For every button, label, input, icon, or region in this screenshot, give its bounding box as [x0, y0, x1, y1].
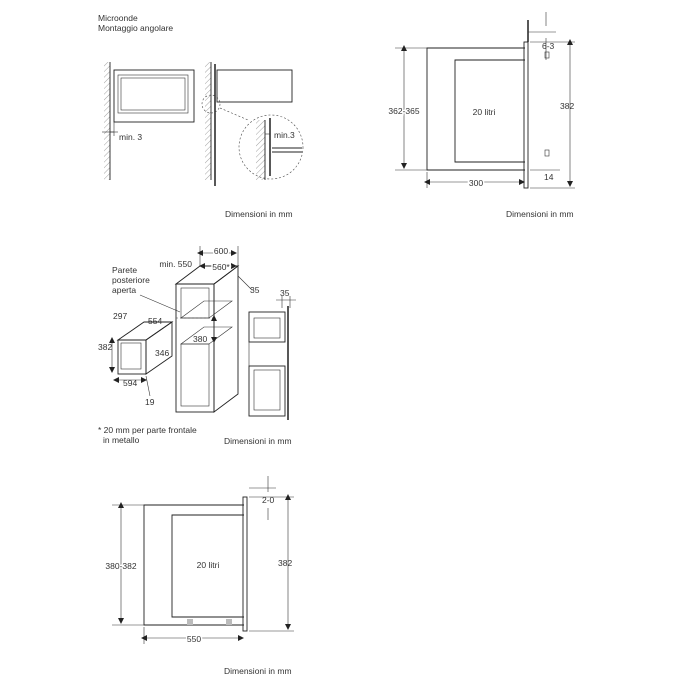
- label-min3-detail: min.3: [274, 130, 295, 140]
- footnote-line-1: * 20 mm per parte frontale: [98, 425, 197, 435]
- label-594: 594: [123, 378, 137, 388]
- label-top-gap-550: 2-0: [262, 495, 275, 505]
- wall-left: [104, 62, 110, 180]
- label-rear-wall-1: Parete: [112, 265, 137, 275]
- label-382: 382: [98, 342, 112, 352]
- units-view1: Dimensioni in mm: [225, 209, 293, 219]
- detail-marker-large: [238, 114, 304, 180]
- label-560: 560*: [212, 262, 230, 272]
- label-depth: 300: [469, 178, 483, 188]
- microwave-side: [216, 69, 293, 103]
- label-rear-wall-2: posteriore: [112, 275, 150, 285]
- label-capacity-550: 20 litri: [197, 560, 220, 570]
- view-niche: Parete posteriore aperta 600 560* min. 5…: [98, 245, 296, 446]
- appliance-side: [145, 321, 173, 375]
- title-corner-mounting: Montaggio angolare: [98, 23, 173, 33]
- cabinet-side: [213, 265, 239, 413]
- body-outline: [426, 47, 525, 171]
- niche-upper: [248, 311, 286, 343]
- label-min550: min. 550: [159, 259, 192, 269]
- appliance-top: [116, 321, 174, 341]
- label-rear-wall-3: aperta: [112, 285, 136, 295]
- label-346: 346: [155, 348, 169, 358]
- cavity-outline: [454, 59, 525, 163]
- label-35a: 35: [250, 285, 260, 295]
- microwave-front: [113, 69, 195, 123]
- label-capacity: 20 litri: [473, 107, 496, 117]
- front-panel: [523, 41, 529, 189]
- label-19: 19: [145, 397, 155, 407]
- cavity-outline-550: [171, 514, 244, 618]
- label-total-height-550: 382: [278, 558, 292, 568]
- niche-lower: [248, 365, 286, 417]
- label-600: 600: [214, 246, 228, 256]
- label-height-range-550: 380-382: [105, 561, 136, 571]
- label-height-range: 362-365: [388, 106, 419, 116]
- label-380: 380: [193, 334, 207, 344]
- view-side-550: 20 litri 380-382 550 382 2-0 Dimensioni …: [104, 476, 294, 676]
- wall-side: [205, 62, 211, 180]
- footnote-line-2: in metallo: [103, 435, 140, 445]
- front-panel-550: [242, 496, 248, 632]
- body-outline-550: [143, 504, 244, 626]
- label-bottom: 14: [544, 172, 554, 182]
- title-microwave: Microonde: [98, 13, 138, 23]
- units-view4: Dimensioni in mm: [224, 666, 292, 676]
- label-35b: 35: [280, 288, 290, 298]
- units-view3: Dimensioni in mm: [224, 436, 292, 446]
- cabinet-front: [175, 283, 215, 413]
- label-depth-550: 550: [187, 634, 201, 644]
- label-297: 297: [113, 311, 127, 321]
- view-corner-mounting: Microonde Montaggio angolare min. 3 min.…: [98, 13, 304, 219]
- label-total-height: 382: [560, 101, 574, 111]
- label-554: 554: [148, 316, 162, 326]
- units-view2: Dimensioni in mm: [506, 209, 574, 219]
- label-min3-left: min. 3: [119, 132, 142, 142]
- label-top-gap: 6-3: [542, 41, 555, 51]
- view-side-300: 20 litri 362-365 300 382 6-3 14 Dimensio…: [387, 12, 575, 219]
- detail-marker-small: [201, 94, 221, 114]
